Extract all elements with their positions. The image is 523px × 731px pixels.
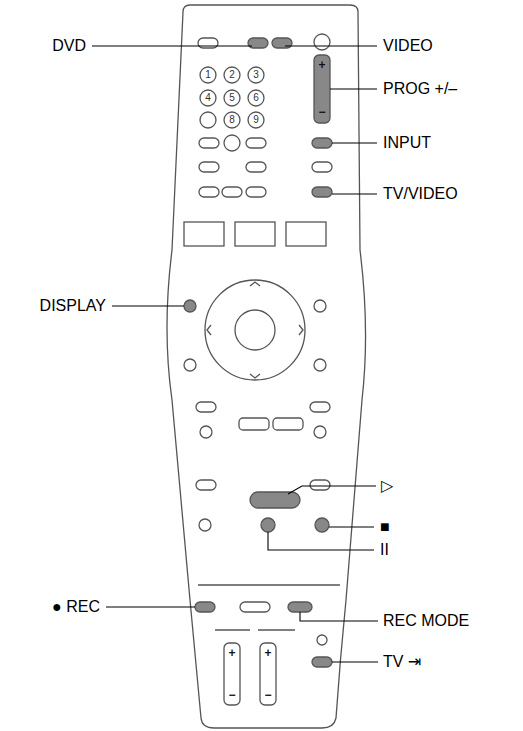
button-digit: 4 bbox=[205, 93, 211, 103]
callout-label: ■ bbox=[380, 519, 390, 535]
rocker-sign: + bbox=[264, 647, 271, 659]
callout-label: VIDEO bbox=[383, 38, 433, 54]
button-digit: 5 bbox=[229, 93, 235, 103]
callout-label: PROG +/– bbox=[383, 81, 457, 97]
callout-label: DISPLAY bbox=[40, 298, 106, 314]
callout-label: ▷ bbox=[381, 478, 393, 494]
callout-label: INPUT bbox=[383, 135, 431, 151]
leader-line bbox=[329, 526, 374, 527]
rocker-sign: − bbox=[318, 106, 325, 118]
button-digit: 8 bbox=[229, 115, 235, 125]
leader-line bbox=[112, 305, 184, 306]
remote-body bbox=[167, 5, 366, 728]
leader-line bbox=[300, 612, 378, 621]
leader-lines bbox=[92, 46, 378, 662]
leader-line bbox=[268, 532, 374, 550]
rocker-sign: + bbox=[318, 59, 325, 71]
button-digit: 2 bbox=[229, 70, 235, 80]
leader-line bbox=[288, 486, 376, 494]
button-digit: 9 bbox=[253, 115, 259, 125]
rocker-sign: + bbox=[228, 647, 235, 659]
button-digit: 1 bbox=[205, 70, 211, 80]
leader-line bbox=[92, 45, 252, 46]
callout-label: TV/VIDEO bbox=[383, 186, 458, 202]
leader-line bbox=[332, 142, 377, 143]
button-digit: 6 bbox=[253, 93, 259, 103]
leader-line bbox=[330, 88, 377, 89]
rocker-sign: − bbox=[228, 689, 235, 701]
rocker-sign: − bbox=[264, 689, 271, 701]
callout-label: TV ⇥ bbox=[383, 654, 421, 670]
callout-label: DVD bbox=[52, 38, 86, 54]
leader-line bbox=[285, 45, 377, 46]
button-digit: 3 bbox=[253, 70, 259, 80]
callout-label: REC MODE bbox=[383, 613, 469, 629]
leader-line bbox=[106, 606, 195, 607]
leader-line bbox=[332, 661, 378, 662]
callout-label: ● REC bbox=[52, 599, 100, 615]
leader-line bbox=[332, 193, 377, 194]
callout-label: II bbox=[380, 542, 389, 558]
